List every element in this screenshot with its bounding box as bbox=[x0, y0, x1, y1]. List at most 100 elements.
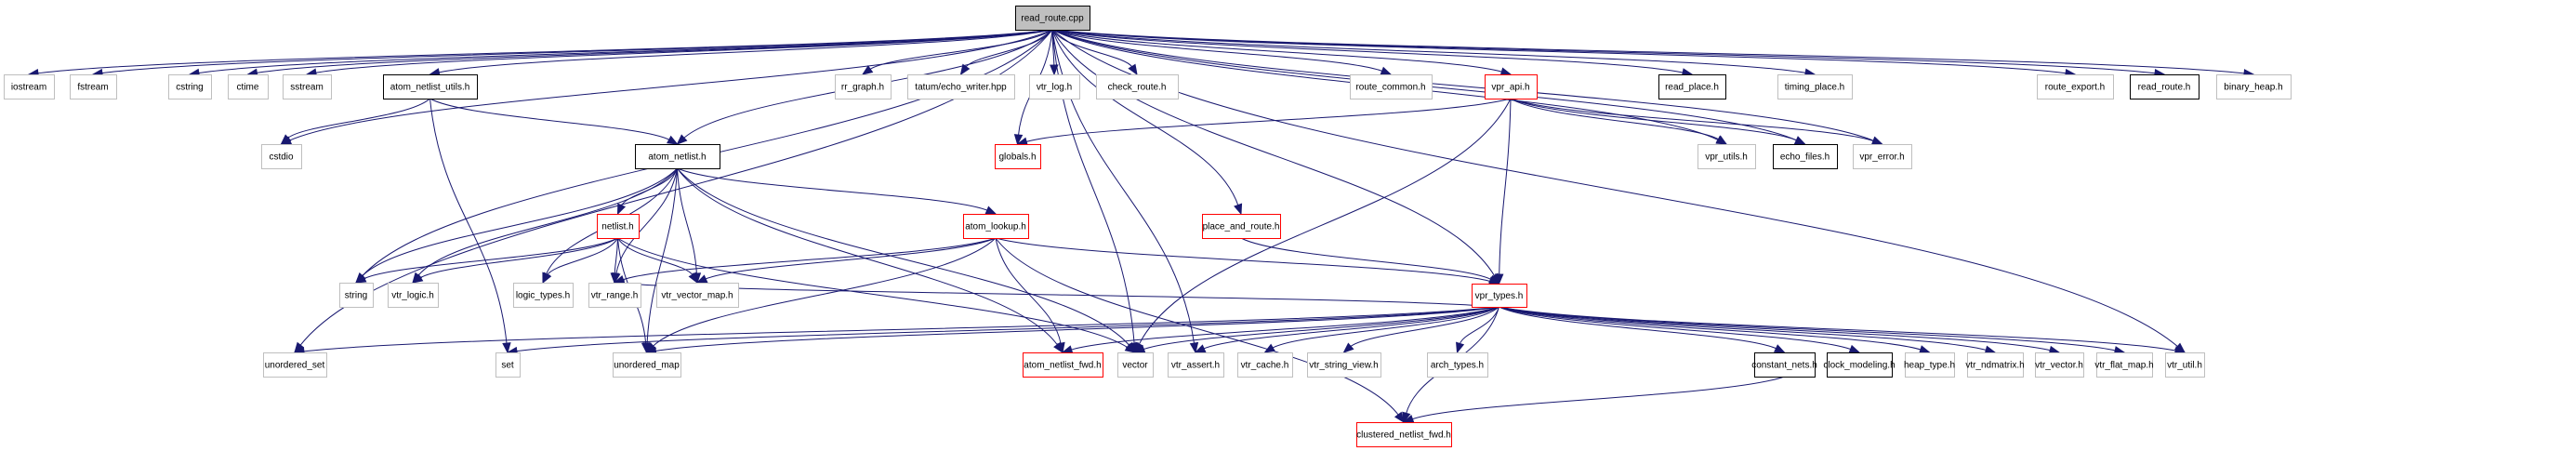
edge-line bbox=[1051, 29, 1503, 73]
node-echo-files-h[interactable]: echo_files.h bbox=[1773, 144, 1838, 169]
edge-atom_netlist_utils_h-to-cstdio bbox=[280, 98, 430, 145]
edge-line bbox=[197, 29, 1053, 74]
edge-line bbox=[622, 283, 1499, 308]
node-vtr-log-h: vtr_log.h bbox=[1029, 74, 1080, 99]
node-label: check_route.h bbox=[1108, 83, 1167, 93]
node-vtr-range-h: vtr_range.h bbox=[588, 283, 641, 308]
node-constant-nets-h[interactable]: constant_nets.h bbox=[1751, 352, 1817, 378]
arrowhead-icon bbox=[1773, 344, 1786, 353]
node-vtr-flat-map-h: vtr_flat_map.h bbox=[2094, 352, 2154, 378]
node-vpr-api-h[interactable]: vpr_api.h bbox=[1485, 74, 1538, 99]
edge-line bbox=[429, 98, 670, 141]
edge-line bbox=[869, 29, 1053, 71]
node-box bbox=[1202, 214, 1281, 239]
node-box bbox=[4, 74, 55, 99]
edge-line bbox=[1203, 306, 1499, 350]
node-label: clock_modeling.h bbox=[1823, 361, 1895, 371]
node-box bbox=[1777, 74, 1853, 99]
node-fstream: fstream bbox=[70, 74, 117, 99]
node-atom-netlist-h[interactable]: atom_netlist.h bbox=[635, 144, 720, 169]
node-label: read_route.cpp bbox=[1021, 14, 1084, 24]
arrowhead-icon bbox=[1919, 345, 1931, 354]
node-box bbox=[1350, 74, 1433, 99]
arrowhead-icon bbox=[1128, 63, 1138, 76]
edges-layer bbox=[27, 29, 2255, 424]
node-label: clustered_netlist_fwd.h bbox=[1356, 431, 1451, 441]
node-netlist-h[interactable]: netlist.h bbox=[597, 214, 640, 239]
arrowhead-icon bbox=[1380, 66, 1393, 75]
node-box bbox=[613, 352, 681, 378]
edge-read_route_cpp-to-place_and_route_h bbox=[1051, 29, 1243, 216]
edge-line bbox=[1240, 237, 1492, 281]
edge-line bbox=[1070, 306, 1499, 351]
edge-line bbox=[1499, 98, 1512, 276]
node-box bbox=[907, 74, 1015, 99]
node-box bbox=[1853, 144, 1912, 169]
edge-line bbox=[302, 306, 1499, 352]
node-box bbox=[588, 283, 641, 308]
node-box bbox=[495, 352, 521, 378]
node-route-common-h: route_common.h bbox=[1350, 74, 1433, 99]
node-box bbox=[2130, 74, 2200, 99]
edge-line bbox=[1499, 306, 1852, 351]
node-binary-heap-h: binary_heap.h bbox=[2216, 74, 2292, 99]
edge-line bbox=[546, 237, 618, 276]
edge-atom_lookup_h-to-vtr_range_h bbox=[613, 237, 997, 284]
edge-line bbox=[617, 237, 694, 276]
node-globals-h[interactable]: globals.h bbox=[995, 144, 1041, 169]
node-place-and-route-h[interactable]: place_and_route.h bbox=[1202, 214, 1281, 239]
node-box bbox=[1023, 352, 1103, 378]
node-label: fstream bbox=[77, 83, 108, 93]
node-label: read_route.h bbox=[2138, 83, 2191, 93]
edge-line bbox=[995, 237, 1491, 283]
node-label: vpr_types.h bbox=[1475, 291, 1524, 301]
edge-line bbox=[652, 237, 997, 348]
node-read-route-cpp: read_route.cpp bbox=[1015, 6, 1090, 31]
edge-line bbox=[1051, 29, 1133, 68]
node-box bbox=[283, 74, 332, 99]
edge-line bbox=[36, 29, 1053, 74]
node-label: timing_place.h bbox=[1785, 83, 1844, 93]
edge-atom_netlist_utils_h-to-atom_netlist_h bbox=[429, 98, 679, 145]
node-box bbox=[656, 283, 739, 308]
arrowhead-icon bbox=[411, 273, 424, 284]
edge-vpr_api_h-to-vpr_utils_h bbox=[1510, 98, 1728, 145]
edge-line bbox=[1510, 98, 1798, 141]
node-clustered-netlist-fwd-h[interactable]: clustered_netlist_fwd.h bbox=[1356, 422, 1452, 447]
edge-read_route_cpp-to-rr_graph_h bbox=[861, 29, 1053, 75]
node-clock-modeling-h[interactable]: clock_modeling.h bbox=[1823, 352, 1896, 378]
node-label: vtr_range.h bbox=[591, 291, 639, 301]
edge-vpr_types_h-to-vtr_ndmatrix_h bbox=[1499, 306, 1997, 354]
node-label: ctime bbox=[237, 83, 259, 93]
node-atom-netlist-fwd-h[interactable]: atom_netlist_fwd.h bbox=[1023, 352, 1103, 378]
edge-line bbox=[1510, 98, 1720, 140]
node-box bbox=[339, 283, 374, 308]
node-vpr-types-h[interactable]: vpr_types.h bbox=[1472, 284, 1527, 308]
edge-line bbox=[617, 237, 1129, 349]
edge-line bbox=[1411, 376, 1785, 420]
node-read-place-h[interactable]: read_place.h bbox=[1658, 74, 1726, 99]
edge-line bbox=[1051, 29, 1807, 73]
edge-line bbox=[419, 237, 618, 279]
edge-line bbox=[646, 167, 678, 345]
node-atom-netlist-utils-h[interactable]: atom_netlist_utils.h bbox=[383, 74, 478, 99]
node-box bbox=[2037, 74, 2114, 99]
node-label: atom_netlist_utils.h bbox=[390, 83, 470, 93]
arrowhead-icon bbox=[610, 272, 619, 285]
edge-line bbox=[1499, 306, 1777, 350]
node-sstream: sstream bbox=[283, 74, 332, 99]
node-label: vtr_vector_map.h bbox=[661, 291, 733, 301]
node-box bbox=[835, 74, 892, 99]
node-label: vtr_ndmatrix.h bbox=[1965, 361, 2024, 371]
node-box bbox=[1096, 74, 1179, 99]
edge-line bbox=[1499, 306, 2052, 352]
node-arch-types-h: arch_types.h bbox=[1427, 352, 1488, 378]
node-unordered-map: unordered_map bbox=[613, 352, 681, 378]
node-label: netlist.h bbox=[601, 222, 633, 232]
node-read-route-h[interactable]: read_route.h bbox=[2130, 74, 2200, 99]
node-cstdio: cstdio bbox=[261, 144, 302, 169]
edge-atom_netlist_h-to-atom_lookup_h bbox=[677, 167, 997, 215]
node-atom-lookup-h[interactable]: atom_lookup.h bbox=[963, 214, 1029, 239]
